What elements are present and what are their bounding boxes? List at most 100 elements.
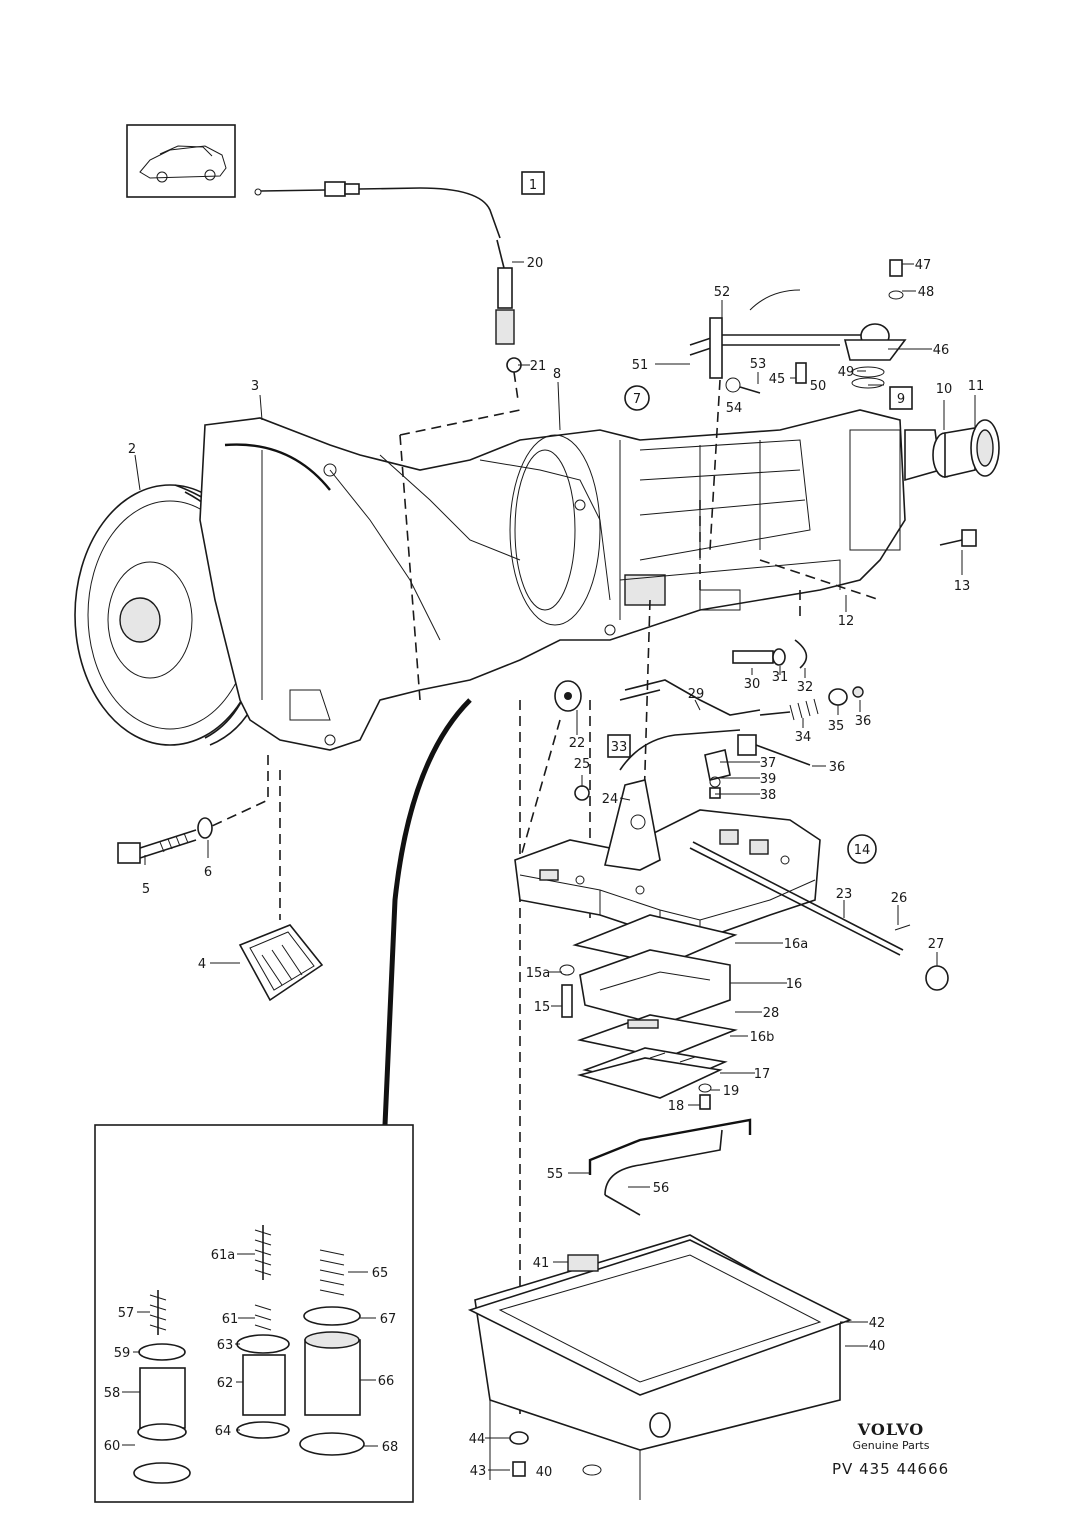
callout-4: 4 [198, 957, 206, 972]
callout-16b: 16b [750, 1030, 775, 1045]
callout-21: 21 [530, 359, 547, 374]
callout-23: 23 [836, 887, 853, 902]
callout-42: 42 [869, 1316, 886, 1331]
callout-45: 45 [769, 372, 786, 387]
callout-18: 18 [668, 1099, 685, 1114]
callout-31: 31 [772, 670, 789, 685]
callout-3: 3 [251, 379, 259, 394]
callout-56: 56 [653, 1181, 670, 1196]
callout-7: 7 [633, 392, 641, 407]
callout-55: 55 [547, 1167, 564, 1182]
callout-62: 62 [217, 1376, 234, 1391]
ref-box-9 [889, 386, 913, 410]
callout-40-bottom: 40 [536, 1465, 553, 1480]
callout-29: 29 [688, 687, 705, 702]
callout-40: 40 [869, 1339, 886, 1354]
brand-subtitle: Genuine Parts [852, 1439, 930, 1452]
callout-43: 43 [470, 1464, 487, 1479]
callout-26: 26 [891, 891, 908, 906]
car-thumbnail [126, 124, 236, 198]
callout-labels: 1 2 3 4 5 6 7 8 9 10 11 12 13 14 15 15a … [104, 178, 985, 1480]
callout-1: 1 [529, 178, 537, 193]
callout-52: 52 [714, 285, 731, 300]
callout-35: 35 [828, 719, 845, 734]
callout-16: 16 [786, 977, 803, 992]
callout-38: 38 [760, 788, 777, 803]
callout-48: 48 [918, 285, 935, 300]
callout-30: 30 [744, 677, 761, 692]
ref-circle-7 [624, 385, 650, 411]
callout-28: 28 [763, 1006, 780, 1021]
selector-linkage [689, 259, 907, 394]
callout-11: 11 [968, 379, 985, 394]
inset-servo-detail [94, 1124, 414, 1503]
callout-59: 59 [114, 1346, 131, 1361]
callout-36-rod: 36 [829, 760, 846, 775]
ref-box-33 [607, 734, 631, 758]
callout-33: 33 [611, 740, 628, 755]
callout-13: 13 [954, 579, 971, 594]
callout-16a: 16a [784, 937, 809, 952]
oil-tubes [588, 1118, 752, 1216]
callout-64: 64 [215, 1424, 232, 1439]
callout-25: 25 [574, 757, 591, 772]
manual-valve-lever [604, 779, 949, 991]
callout-24: 24 [602, 792, 619, 807]
callout-68: 68 [382, 1440, 399, 1455]
callout-53: 53 [750, 357, 767, 372]
brand-logo: VOLVO [857, 1420, 925, 1439]
callout-47: 47 [915, 258, 932, 273]
callout-9: 9 [897, 392, 905, 407]
callout-34: 34 [795, 730, 812, 745]
cover-plate-4 [238, 924, 324, 1002]
callout-50: 50 [810, 379, 827, 394]
kickdown-cable [254, 181, 522, 401]
leader-lines [122, 261, 976, 1471]
callout-49: 49 [838, 365, 855, 380]
inset-connector-line [382, 698, 472, 1126]
callout-67: 67 [380, 1312, 397, 1327]
callout-46: 46 [933, 343, 950, 358]
output-flange [904, 419, 1000, 482]
callout-57: 57 [118, 1306, 135, 1321]
callout-51: 51 [632, 358, 649, 373]
callout-14: 14 [854, 843, 871, 858]
callout-60: 60 [104, 1439, 121, 1454]
callout-19: 19 [723, 1084, 740, 1099]
separator-plates [559, 914, 738, 1110]
ref-circle-14 [847, 834, 877, 864]
callout-41: 41 [533, 1256, 550, 1271]
callout-39: 39 [760, 772, 777, 787]
oil-pan [467, 1234, 853, 1500]
callout-37: 37 [760, 756, 777, 771]
callout-15: 15 [534, 1000, 551, 1015]
callout-65: 65 [372, 1266, 389, 1281]
bolt-5 [117, 817, 213, 864]
callout-44: 44 [469, 1432, 486, 1447]
callout-5: 5 [142, 882, 150, 897]
callout-2: 2 [128, 442, 136, 457]
callout-54: 54 [726, 401, 743, 416]
callout-61a: 61a [211, 1248, 236, 1263]
callout-8: 8 [553, 367, 561, 382]
callout-22: 22 [569, 736, 586, 751]
callout-20: 20 [527, 256, 544, 271]
callout-36: 36 [855, 714, 872, 729]
brand-block: VOLVO Genuine Parts [836, 1420, 946, 1452]
bolt-13 [939, 529, 977, 547]
transmission-case [199, 409, 906, 751]
callout-15a: 15a [526, 966, 551, 981]
callout-6: 6 [204, 865, 212, 880]
detent-parts [554, 639, 864, 801]
callout-32: 32 [797, 680, 814, 695]
callout-66: 66 [378, 1374, 395, 1389]
part-number: PV 435 44666 [832, 1460, 950, 1478]
callout-17: 17 [754, 1067, 771, 1082]
callout-10: 10 [936, 382, 953, 397]
callout-61: 61 [222, 1312, 239, 1327]
callout-12: 12 [838, 614, 855, 629]
callout-27: 27 [928, 937, 945, 952]
ref-box-1 [521, 171, 545, 195]
